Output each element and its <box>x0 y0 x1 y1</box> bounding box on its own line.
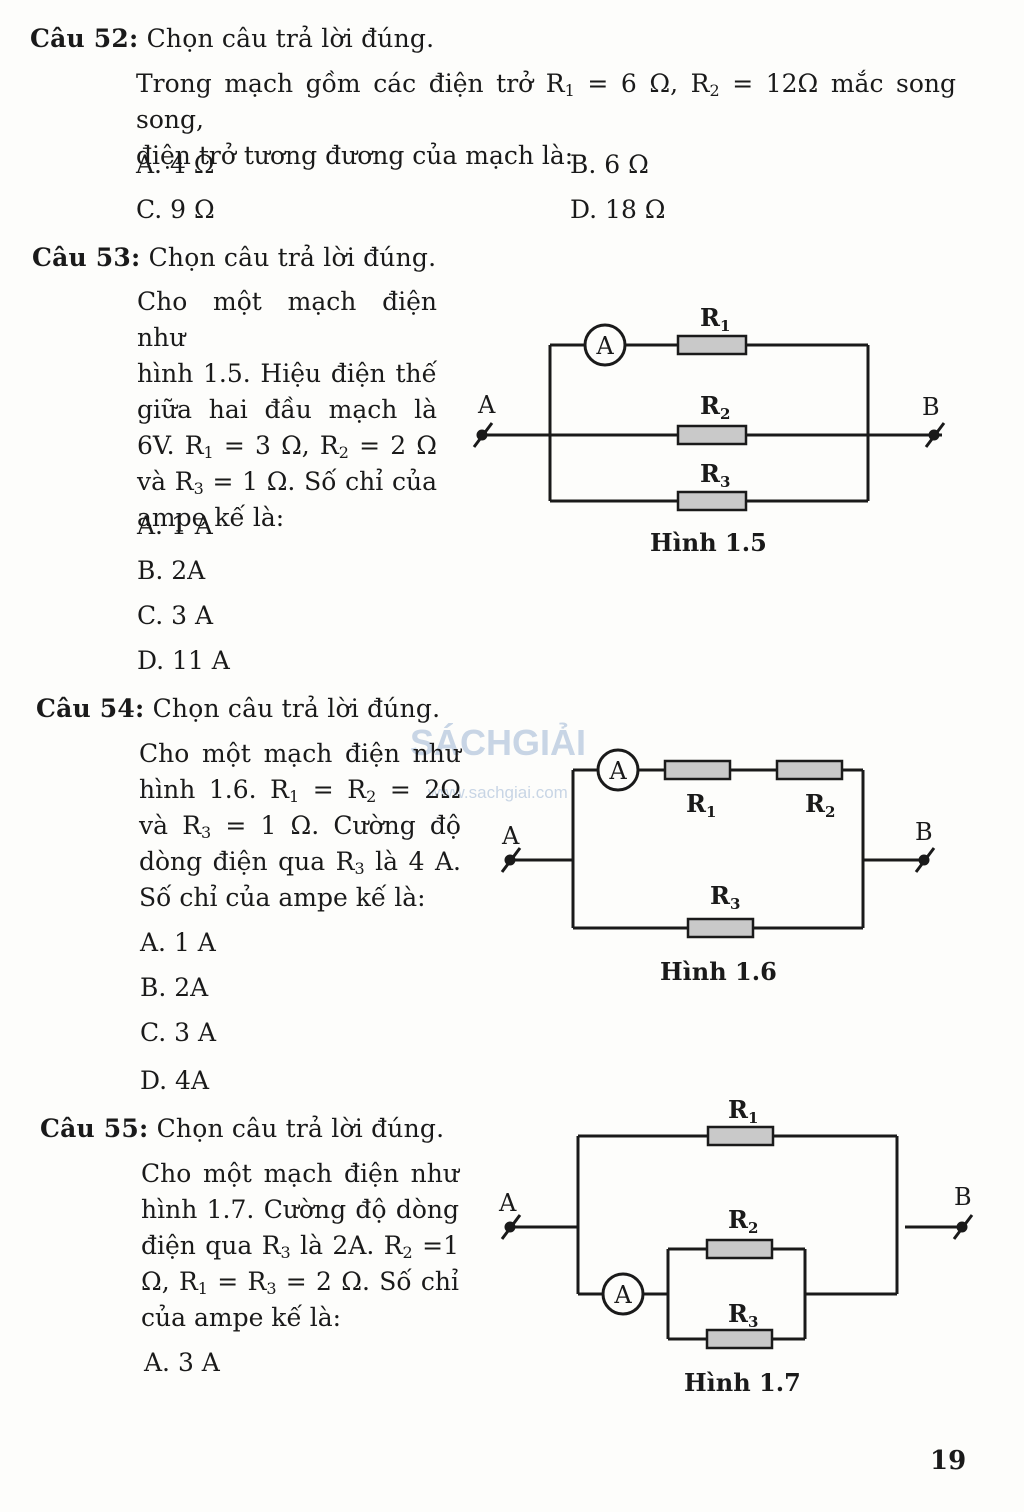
figure-1-7-wires <box>510 1134 960 1341</box>
q53-option-d[interactable]: D. 11 A <box>137 646 230 675</box>
figure-1-6-ammeter <box>596 748 640 792</box>
figure-1-5-resistor-r2 <box>676 424 748 446</box>
q53-body: Cho một mạch điện như hình 1.5. Hiệu điệ… <box>137 284 437 536</box>
q55-line-3: điện qua R3 là 2A. R2 =1 <box>141 1231 459 1262</box>
figure-1-6-label-r3: R3 <box>710 881 740 913</box>
q52-line-2: điện trở tương đương của mạch là: <box>136 141 574 170</box>
q55-prompt: Chọn câu trả lời đúng. <box>156 1114 445 1143</box>
q53-line-5: và R3 = 1 Ω. Số chỉ của <box>137 467 437 498</box>
q54-option-d[interactable]: D. 4A <box>140 1066 210 1095</box>
figure-1-7-label-r3: R3 <box>728 1299 758 1331</box>
figure-1-5-wires <box>482 343 942 503</box>
figure-1-7-label-r2: R2 <box>728 1205 758 1237</box>
q53-line-3: giữa hai đầu mạch là <box>137 395 437 424</box>
q52-heading: Câu 52: Chọn câu trả lời đúng. <box>30 24 434 53</box>
figure-1-7-label-r1: R1 <box>728 1095 758 1127</box>
q54-option-c[interactable]: C. 3 A <box>140 1018 217 1047</box>
q53-heading: Câu 53: Chọn câu trả lời đúng. <box>32 243 436 272</box>
figure-1-5-label-r2: R2 <box>700 391 730 423</box>
q55-line-4: Ω, R1 = R3 = 2 Ω. Số chỉ <box>141 1267 459 1298</box>
figure-1-5-circuit: A R1 R2 R3 A B <box>472 303 946 512</box>
figure-1-7-circuit: A R1 R2 R3 A B <box>498 1095 974 1350</box>
q54-line-1: Cho một mạch điện như <box>139 739 461 768</box>
q54-line-3: và R3 = 1 Ω. Cường độ <box>139 811 461 842</box>
figure-1-5-node-b: B <box>922 393 940 421</box>
q52-option-d[interactable]: D. 18 Ω <box>570 195 666 224</box>
figure-1-5-ammeter-label: A <box>595 332 614 360</box>
q52-prompt: Chọn câu trả lời đúng. <box>146 24 435 53</box>
q54-line-5: Số chỉ của ampe kế là: <box>139 883 426 912</box>
q53-option-c[interactable]: C. 3 A <box>137 601 214 630</box>
figure-1-6-node-b: B <box>915 818 933 846</box>
figure-1-5-label-r1: R1 <box>700 303 730 335</box>
figure-1-7-caption: Hình 1.7 <box>684 1368 801 1397</box>
figure-1-5-ammeter <box>583 323 627 367</box>
q52-body: Trong mạch gồm các điện trở R1 = 6 Ω, R2… <box>136 66 956 174</box>
q53-option-b[interactable]: B. 2A <box>137 556 206 585</box>
q53-label: Câu 53: <box>32 243 141 272</box>
figure-1-5-terminal-b <box>924 422 946 448</box>
q55-heading: Câu 55: Chọn câu trả lời đúng. <box>40 1114 444 1143</box>
figure-1-7-terminal-b <box>952 1214 974 1240</box>
watermark-brand: SÁCHGIẢI <box>410 722 587 763</box>
figure-1-7-terminal-a <box>500 1214 522 1240</box>
q53-line-1: Cho một mạch điện như <box>137 287 437 352</box>
q55-body: Cho một mạch điện như hình 1.7. Cường độ… <box>141 1156 459 1336</box>
figure-1-5-label-r3: R3 <box>700 459 730 491</box>
figure-1-6-resistor-r3 <box>686 917 755 939</box>
figure-1-6-ammeter-label: A <box>608 757 627 785</box>
q52-label: Câu 52: <box>30 24 139 53</box>
figure-1-7-resistor-r3 <box>705 1328 774 1350</box>
q52-line-1: Trong mạch gồm các điện trở R1 = 6 Ω, R2… <box>136 69 956 134</box>
q55-option-a[interactable]: A. 3 A <box>144 1348 220 1377</box>
figure-1-7-node-a: A <box>498 1189 517 1217</box>
q55-line-5: của ampe kế là: <box>141 1303 342 1332</box>
q54-line-4: dòng điện qua R3 là 4 A. <box>139 847 461 878</box>
q55-line-2: hình 1.7. Cường độ dòng <box>141 1195 459 1224</box>
q52-option-a[interactable]: A. 4 Ω <box>136 150 215 179</box>
figure-1-7-resistor-r1 <box>706 1125 775 1147</box>
figure-1-5-node-a: A <box>477 391 496 419</box>
figure-1-6-circuit: A R1 R2 R3 A B <box>500 748 936 939</box>
q53-line-6: ampe kế là: <box>137 503 285 532</box>
figure-1-7-node-b: B <box>954 1183 972 1211</box>
figure-1-5-resistor-r3 <box>676 490 748 512</box>
q53-line-4: 6V. R1 = 3 Ω, R2 = 2 Ω <box>137 431 437 462</box>
figure-1-7-ammeter-label: A <box>613 1281 632 1309</box>
q54-prompt: Chọn câu trả lời đúng. <box>152 694 441 723</box>
q53-line-2: hình 1.5. Hiệu điện thế <box>137 359 437 388</box>
figure-1-5-terminal-a <box>472 422 494 448</box>
figure-1-7-ammeter <box>601 1272 645 1316</box>
q54-option-b[interactable]: B. 2A <box>140 973 209 1002</box>
figure-1-6-label-r2: R2 <box>805 789 835 821</box>
q52-option-b[interactable]: B. 6 Ω <box>570 150 649 179</box>
q54-label: Câu 54: <box>36 694 145 723</box>
figure-1-6-node-a: A <box>501 822 520 850</box>
q55-line-1: Cho một mạch điện như <box>141 1159 459 1188</box>
figure-1-6-terminal-b <box>914 847 936 873</box>
q54-body: Cho một mạch điện như hình 1.6. R1 = R2 … <box>139 736 461 916</box>
figure-1-6-label-r1: R1 <box>686 789 716 821</box>
q52-option-c[interactable]: C. 9 Ω <box>136 195 215 224</box>
figure-1-6-wires <box>510 768 924 930</box>
figure-1-6-resistor-r1 <box>663 759 732 781</box>
watermark-url: www.sachgiai.com <box>428 783 568 802</box>
figure-1-5-caption: Hình 1.5 <box>650 528 767 557</box>
q53-prompt: Chọn câu trả lời đúng. <box>148 243 437 272</box>
q54-option-a[interactable]: A. 1 A <box>140 928 216 957</box>
q54-heading: Câu 54: Chọn câu trả lời đúng. <box>36 694 440 723</box>
figure-1-6-caption: Hình 1.6 <box>660 957 777 986</box>
q53-option-a[interactable]: A. 1 A <box>137 511 213 540</box>
figure-1-6-terminal-a <box>500 847 522 873</box>
q55-label: Câu 55: <box>40 1114 149 1143</box>
page-number: 19 <box>930 1446 967 1476</box>
figure-1-6-resistor-r2 <box>775 759 844 781</box>
q54-line-2: hình 1.6. R1 = R2 = 2Ω <box>139 775 461 806</box>
figure-1-7-resistor-r2 <box>705 1238 774 1260</box>
figure-1-5-resistor-r1 <box>676 334 748 356</box>
